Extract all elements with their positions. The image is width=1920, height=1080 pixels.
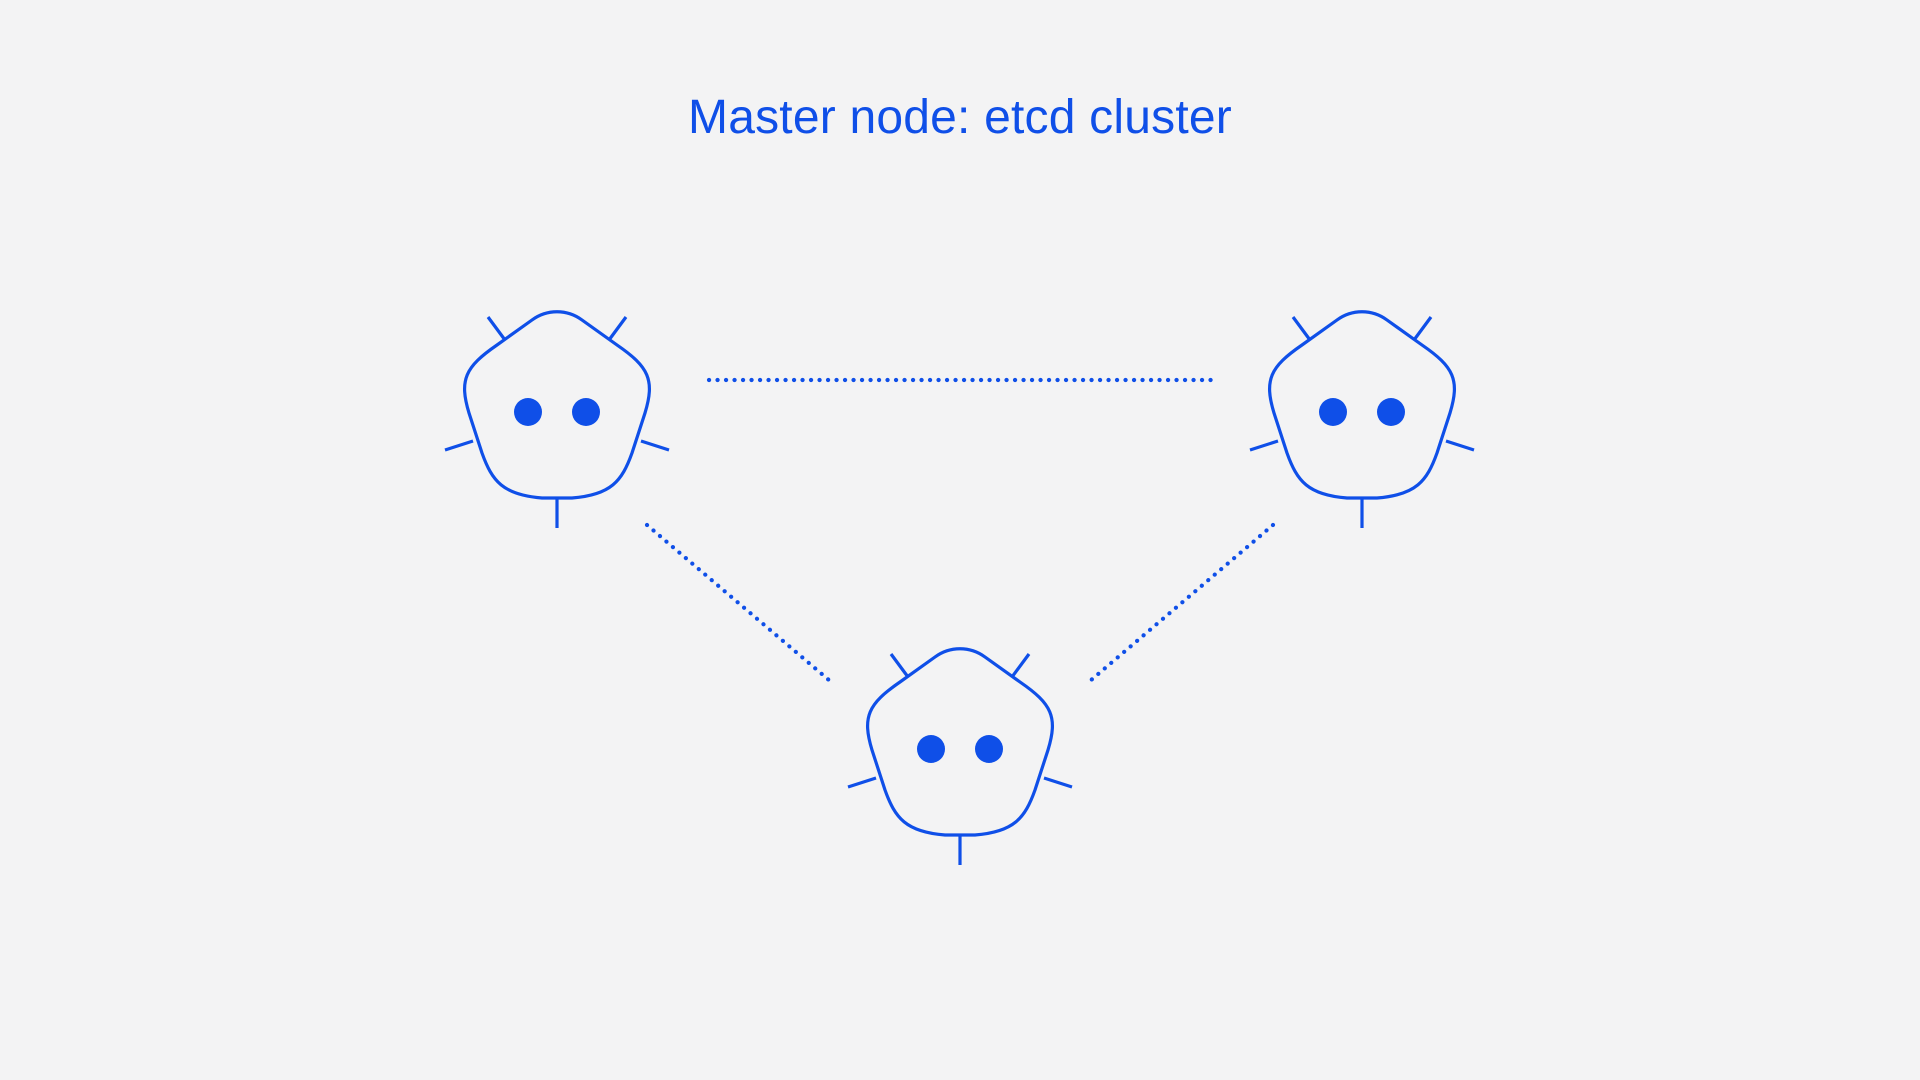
etcd-robot-icon — [846, 647, 1074, 867]
etcd-node-3 — [846, 647, 1074, 867]
etcd-node-2 — [1248, 310, 1476, 530]
connection-node2-node3 — [1087, 522, 1276, 684]
connection-node1-node3 — [644, 522, 833, 684]
etcd-robot-icon — [1248, 310, 1476, 530]
etcd-node-1 — [443, 310, 671, 530]
diagram-title: Master node: etcd cluster — [688, 91, 1232, 144]
etcd-robot-icon — [443, 310, 671, 530]
